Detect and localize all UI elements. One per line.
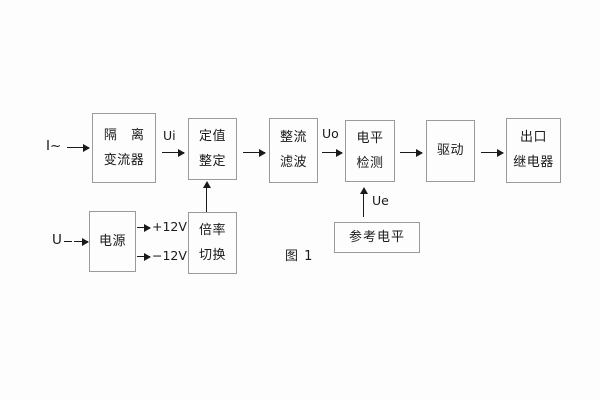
block-multiplier-switch[interactable]: 倍率 切换 xyxy=(188,212,237,274)
block-isolation-transformer[interactable]: 隔 离 变流器 xyxy=(92,113,156,183)
block-isolation-transformer-line1: 隔 离 xyxy=(103,127,150,143)
input-current-label: I~ xyxy=(46,138,62,154)
block-setting-adjustment[interactable]: 定值 整定 xyxy=(188,118,237,180)
block-multiplier-switch-line1: 倍率 xyxy=(198,222,226,238)
arrow-current-to-isolation xyxy=(67,143,90,152)
block-power-supply-line1: 电源 xyxy=(98,233,126,249)
block-reference-level-line1: 参考电平 xyxy=(348,229,405,245)
block-rectifier-filter[interactable]: 整流 滤波 xyxy=(269,118,318,183)
block-output-relay-line2: 继电器 xyxy=(513,155,554,170)
signal-minus12v-label: −12V xyxy=(152,248,187,263)
arrow-rectifier-to-level-detection xyxy=(322,148,343,157)
block-drive-line1: 驱动 xyxy=(436,143,464,159)
block-level-detection-line2: 检测 xyxy=(356,155,384,171)
arrow-voltage-to-power-supply xyxy=(74,237,89,246)
arrow-setting-to-rectifier xyxy=(243,148,266,157)
arrow-drive-to-output-relay xyxy=(481,148,504,157)
block-level-detection[interactable]: 电平 检测 xyxy=(345,120,395,182)
block-drive[interactable]: 驱动 xyxy=(426,120,475,182)
arrow-multiplier-switch-to-setting xyxy=(202,181,211,212)
block-power-supply[interactable]: 电源 xyxy=(89,211,136,272)
figure-caption: 图 1 xyxy=(285,249,314,264)
input-voltage-label: U xyxy=(52,232,62,248)
block-level-detection-line1: 电平 xyxy=(356,130,384,146)
signal-plus12v-label: +12V xyxy=(152,219,187,234)
block-setting-adjustment-line2: 整定 xyxy=(198,153,226,169)
arrow-reference-level-to-level-detection xyxy=(359,187,368,217)
arrow-isolation-to-setting xyxy=(162,148,185,157)
signal-ui-label: Ui xyxy=(163,128,176,143)
block-output-relay-line1: 出口 xyxy=(519,130,547,146)
arrow-level-detection-to-drive xyxy=(400,148,423,157)
arrow-power-supply-minus12v xyxy=(137,252,151,261)
block-output-relay[interactable]: 出口 继电器 xyxy=(506,118,561,183)
signal-ue-label: Ue xyxy=(372,193,389,208)
block-rectifier-filter-line1: 整流 xyxy=(279,130,307,146)
block-reference-level[interactable]: 参考电平 xyxy=(334,222,420,253)
block-multiplier-switch-line2: 切换 xyxy=(198,247,226,263)
block-setting-adjustment-line1: 定值 xyxy=(198,128,226,144)
block-isolation-transformer-line2: 变流器 xyxy=(103,152,145,168)
block-rectifier-filter-line2: 滤波 xyxy=(279,155,307,170)
arrow-power-supply-plus12v xyxy=(137,223,151,232)
lead-voltage-stub xyxy=(64,241,72,242)
signal-uo-label: Uo xyxy=(322,126,339,141)
